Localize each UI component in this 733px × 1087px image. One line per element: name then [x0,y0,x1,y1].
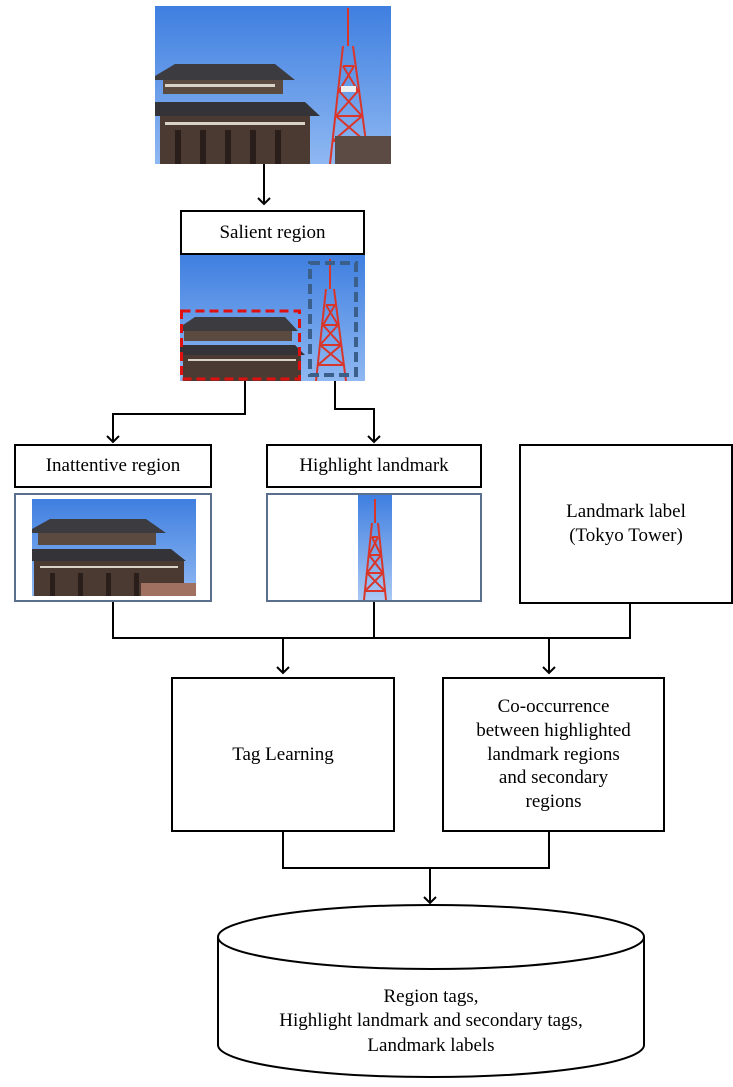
tag-learning-box: Tag Learning [171,677,395,832]
cooccurrence-line: landmark regions [487,743,620,765]
merge-line-bottom [282,832,550,869]
salient-region-label: Salient region [219,221,326,243]
temple-tower-photo-icon [180,255,365,381]
cooccurrence-line: regions [525,791,582,813]
salient-region-photo [180,255,365,381]
salient-box-blue [308,261,358,377]
salient-box-red [180,309,301,381]
highlight-landmark-frame [266,493,482,602]
inattentive-region-box: Inattentive region [14,444,212,488]
arrow-salient-to-highlight [334,381,381,444]
database-text: Region tags, Highlight landmark and seco… [218,985,644,1058]
database-line: Landmark labels [367,1034,495,1056]
inattentive-region-label: Inattentive region [45,455,181,477]
temple-tower-photo-icon [155,6,391,164]
highlight-landmark-box: Highlight landmark [266,444,482,488]
cooccurrence-line: Co-occurrence [497,696,610,718]
tokyo-tower-photo-icon [358,495,392,601]
cooccurrence-line: and secondary [498,767,609,789]
inattentive-region-frame [14,493,212,602]
salient-region-box: Salient region [180,210,365,255]
cooccurrence-line: between highlighted [476,719,631,741]
input-photo [155,6,391,164]
landmark-label-name: (Tokyo Tower) [569,525,683,546]
merge-line-left [112,602,631,639]
landmark-label-box: Landmark label (Tokyo Tower) [519,444,733,604]
temple-photo-icon [32,499,196,596]
landmark-label-title: Landmark label [566,501,686,523]
tag-learning-label: Tag Learning [232,743,334,765]
database-line: Region tags, [383,986,479,1007]
highlight-landmark-label: Highlight landmark [299,455,449,477]
database-top [217,904,645,970]
database-line: Highlight landmark and secondary tags, [279,1010,583,1032]
arrow-salient-to-inattentive [106,381,246,444]
cooccurrence-box: Co-occurrence between highlighted landma… [442,677,665,832]
